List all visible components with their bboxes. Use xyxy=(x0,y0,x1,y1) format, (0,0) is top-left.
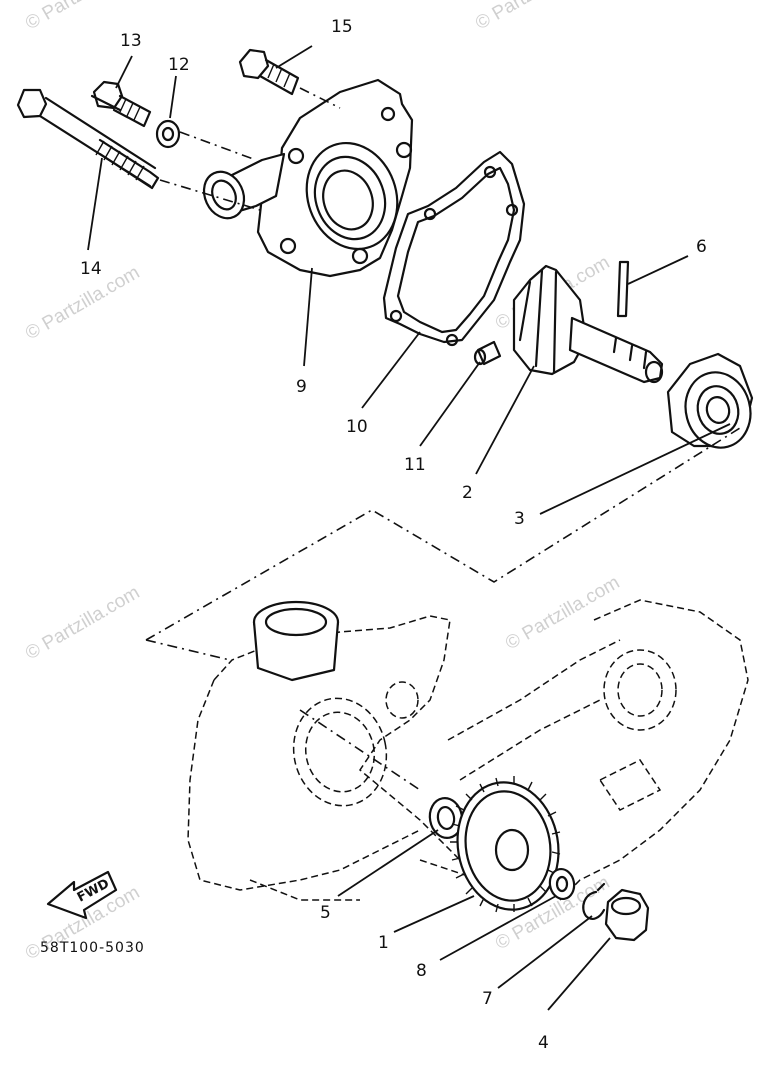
callout-numbers: 15 13 12 14 9 10 11 2 6 3 5 1 8 7 4 xyxy=(80,17,707,1053)
part-3-bearing[interactable] xyxy=(666,352,759,455)
callout-12: 12 xyxy=(168,55,190,75)
part-11-dowel-pin[interactable] xyxy=(473,340,502,366)
part-6-pin[interactable] xyxy=(616,260,630,318)
callout-10: 10 xyxy=(346,417,368,437)
part-14-long-bolt[interactable] xyxy=(16,88,160,190)
callout-2: 2 xyxy=(462,483,473,503)
crankcase-outline xyxy=(187,599,749,901)
callout-3: 3 xyxy=(514,509,525,529)
callout-5: 5 xyxy=(320,903,331,923)
watermark-text: © Partzilla.com xyxy=(502,572,623,654)
callout-11: 11 xyxy=(404,455,426,475)
callout-15: 15 xyxy=(331,17,353,37)
callout-leaders xyxy=(87,45,731,1011)
callout-1: 1 xyxy=(378,933,389,953)
part-1-gear[interactable] xyxy=(448,774,569,917)
watermark-text: © Partzilla.com xyxy=(22,0,143,34)
part-13-flange-bolt[interactable] xyxy=(90,80,152,128)
watermark-text: © Partzilla.com xyxy=(472,0,593,34)
callout-6: 6 xyxy=(696,237,707,257)
part-9-pump-housing[interactable] xyxy=(197,78,414,278)
watermark-text: © Partzilla.com xyxy=(22,582,143,664)
callout-13: 13 xyxy=(120,31,142,51)
callout-14: 14 xyxy=(80,259,102,279)
part-15-bolt[interactable] xyxy=(238,48,300,96)
diagram-code: 58T100-5030 xyxy=(40,940,145,956)
callout-8: 8 xyxy=(416,961,427,981)
callout-4: 4 xyxy=(538,1033,549,1053)
part-8-washer[interactable] xyxy=(548,867,577,901)
part-12-washer[interactable] xyxy=(155,119,181,149)
callout-9: 9 xyxy=(296,377,307,397)
part-4-nut[interactable] xyxy=(604,888,650,942)
part-2-impeller-shaft[interactable] xyxy=(512,264,664,384)
assembly-dashed-lines xyxy=(145,87,741,791)
part-7-circlip[interactable] xyxy=(582,882,606,920)
part-10-gasket[interactable] xyxy=(382,150,526,347)
callout-7: 7 xyxy=(482,989,493,1009)
